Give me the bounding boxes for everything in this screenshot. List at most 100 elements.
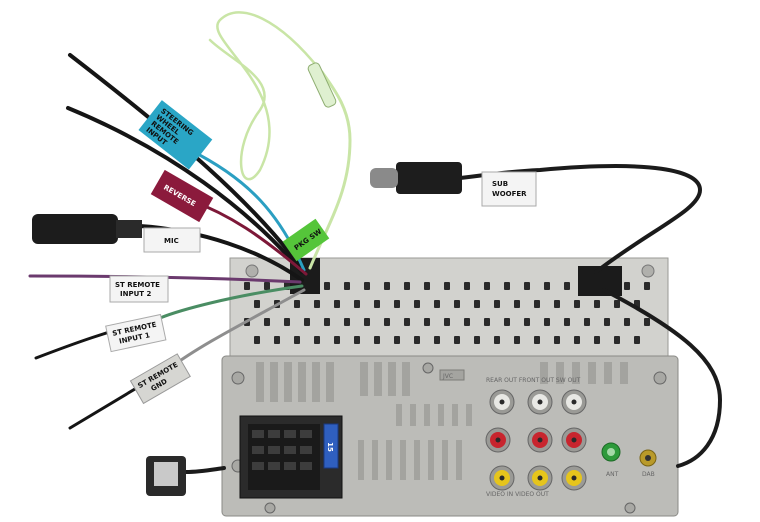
remote-input-1-tag: ST REMOTE INPUT 1 (105, 313, 167, 353)
svg-text:MIC: MIC (164, 237, 179, 245)
vent-hole (584, 318, 590, 326)
vent-hole (624, 282, 630, 290)
vent-hole (264, 282, 270, 290)
vent-hole (464, 318, 470, 326)
chassis-vent-holes (244, 282, 650, 344)
screw (422, 362, 434, 374)
steering-wheel-tag: STEERING WHEEL REMOTE INPUT (138, 100, 213, 170)
panel-label-bottom: VIDEO IN VIDEO OUT (486, 491, 549, 498)
vent-hole (614, 300, 620, 308)
rca-jack-pin (571, 399, 577, 405)
rca-jack-pin (571, 437, 577, 443)
vent-hole (634, 336, 640, 344)
vent-hole (454, 336, 460, 344)
vent-hole (444, 318, 450, 326)
vent-hole (494, 300, 500, 308)
vent-hole (464, 282, 470, 290)
vent-hole (294, 336, 300, 344)
vent-hole (384, 282, 390, 290)
inline-fuse-holder (307, 62, 337, 108)
vent-hole (484, 318, 490, 326)
vent-hole (304, 318, 310, 326)
vent-hole (434, 336, 440, 344)
vent-hole (424, 282, 430, 290)
manufacturer-text: JVC (442, 373, 453, 380)
vent-hole (264, 318, 270, 326)
vent-hole (244, 282, 250, 290)
svg-text:INPUT 2: INPUT 2 (120, 290, 151, 298)
vent-hole (604, 318, 610, 326)
vent-hole (254, 336, 260, 344)
vent-hole (514, 336, 520, 344)
vent-hole (354, 300, 360, 308)
vent-hole (374, 300, 380, 308)
vent-hole (614, 336, 620, 344)
vent-hole (334, 300, 340, 308)
vent-hole (644, 318, 650, 326)
vent-hole (504, 318, 510, 326)
vent-hole (504, 282, 510, 290)
vent-hole (404, 318, 410, 326)
vent-hole (284, 318, 290, 326)
vent-hole (574, 300, 580, 308)
vent-hole (564, 318, 570, 326)
vent-hole (444, 282, 450, 290)
vent-hole (534, 336, 540, 344)
rca-jack-group (485, 389, 587, 491)
vent-hole (474, 300, 480, 308)
vent-hole (344, 282, 350, 290)
vent-hole (554, 300, 560, 308)
sub-woofer-tag: SUB WOOFER (481, 171, 537, 207)
vent-hole (554, 336, 560, 344)
vent-hole (484, 282, 490, 290)
svg-text:WOOFER: WOOFER (492, 190, 527, 198)
vent-hole (374, 336, 380, 344)
rca-jack-pin (495, 437, 501, 443)
vent-hole (394, 300, 400, 308)
vent-hole (364, 318, 370, 326)
svg-text:ST REMOTE: ST REMOTE (115, 281, 160, 289)
vent-hole (364, 282, 370, 290)
heatsink-fins (256, 362, 628, 480)
vent-hole (254, 300, 260, 308)
vent-hole (314, 336, 320, 344)
mic-tag: MIC (143, 227, 201, 253)
rca-jack-pin (537, 437, 543, 443)
ant-label: ANT (606, 471, 619, 478)
screw (641, 264, 655, 278)
subwoofer-plug (396, 162, 462, 194)
rca-jack-pin (537, 475, 543, 481)
vent-hole (394, 336, 400, 344)
vent-hole (474, 336, 480, 344)
remote-gnd-tag: ST REMOTE GND (129, 353, 191, 405)
dab-label: DAB (642, 471, 655, 478)
fuse-rating: 15 (326, 442, 334, 452)
svg-text:SUB: SUB (492, 180, 508, 188)
vent-hole (384, 318, 390, 326)
rca-jack-pin (571, 475, 577, 481)
vent-hole (574, 336, 580, 344)
manufacturer-badge (439, 369, 465, 381)
screw (624, 502, 636, 514)
vent-hole (324, 318, 330, 326)
vent-hole (434, 300, 440, 308)
vent-hole (294, 300, 300, 308)
vent-hole (414, 336, 420, 344)
vent-hole (324, 282, 330, 290)
vent-hole (414, 300, 420, 308)
vent-hole (314, 300, 320, 308)
vent-hole (404, 282, 410, 290)
rca-jack-pin (499, 399, 505, 405)
vent-hole (544, 318, 550, 326)
screw (231, 371, 245, 385)
remote-input-2-tag: ST REMOTE INPUT 2 (109, 275, 169, 303)
rca-jack-pin (499, 475, 505, 481)
fuse (323, 423, 339, 469)
vent-hole (354, 336, 360, 344)
reverse-tag: REVERSE (150, 169, 214, 223)
vent-hole (494, 336, 500, 344)
vent-hole (274, 336, 280, 344)
screw (264, 502, 276, 514)
rca-jack-pin (537, 399, 543, 405)
